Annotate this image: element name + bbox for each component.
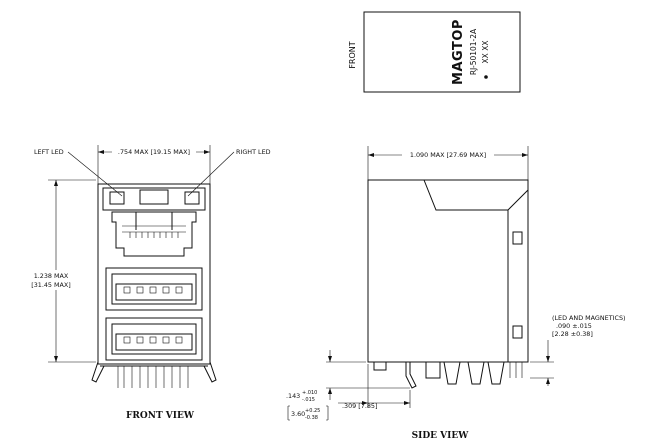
- top-marking-label: FRONT MAGTOP RJ-50101-2A XX XX: [348, 11, 521, 93]
- pin-length-in-tol-minus: -.015: [302, 397, 315, 403]
- rj45-frame: [102, 187, 206, 211]
- pin-offset-dimension: .309 [7.85]: [342, 402, 377, 410]
- pin-length-in: .143: [286, 392, 300, 400]
- pin-length-mm: 3.60: [291, 410, 305, 418]
- front-view: .754 MAX [19.15 MAX] LEFT LED RIGHT LED …: [28, 145, 271, 421]
- front-label: FRONT: [348, 41, 357, 68]
- pin-length-mm-tol-plus: +0.25: [305, 408, 320, 414]
- usb-port-upper: [105, 267, 203, 311]
- side-pin: [405, 362, 417, 389]
- right-led-label: RIGHT LED: [236, 148, 271, 156]
- led-magnetics-dim-in: .090 ±.015: [556, 322, 592, 330]
- height-dimension-mm: [31.45 MAX]: [31, 281, 71, 289]
- label-outline: [363, 11, 521, 93]
- part-number: RJ-50101-2A: [469, 28, 478, 75]
- side-view: 1.090 MAX [27.69 MAX] .143 +.010 -.015 3…: [286, 146, 626, 441]
- usb-port-lower: [105, 317, 203, 361]
- side-view-title: SIDE VIEW: [412, 431, 470, 441]
- rj45-opening: [111, 211, 197, 257]
- led-window-lower: [512, 325, 523, 339]
- side-housing: [367, 179, 529, 363]
- date-code: XX XX: [481, 41, 490, 64]
- led-magnetics-note: (LED AND MAGNETICS): [552, 314, 626, 322]
- pin1-dot-icon: [484, 75, 488, 79]
- pin-length-mm-tol-minus: -0.38: [305, 415, 318, 421]
- height-dimension-in: 1.238 MAX: [34, 272, 69, 280]
- width-dimension: .754 MAX [19.15 MAX]: [118, 148, 190, 156]
- depth-dimension: 1.090 MAX [27.69 MAX]: [410, 151, 486, 159]
- led-magnetics-dim-mm: [2.28 ±0.38]: [552, 330, 593, 338]
- brand-logo: MAGTOP: [451, 19, 466, 85]
- rj45-latch: [139, 189, 169, 205]
- front-housing: [97, 183, 211, 365]
- right-led-window: [184, 191, 200, 205]
- left-led-label: LEFT LED: [34, 148, 64, 156]
- front-view-title: FRONT VIEW: [126, 411, 195, 421]
- pin-length-in-tol-plus: +.010: [302, 390, 317, 396]
- led-window-upper: [512, 231, 523, 245]
- left-led-window: [109, 191, 125, 205]
